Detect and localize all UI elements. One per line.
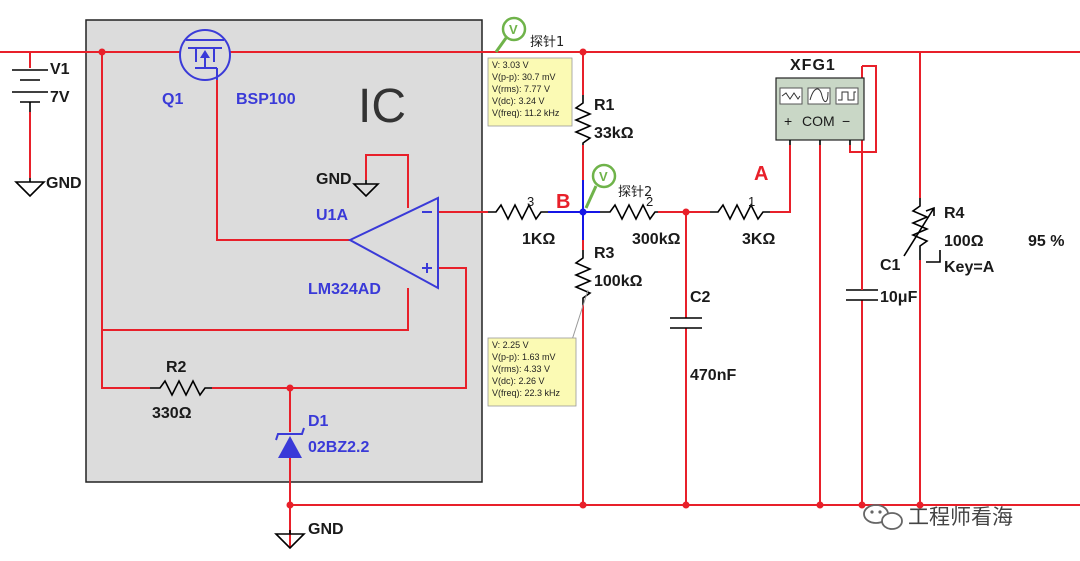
junction	[579, 48, 587, 56]
probe2-line: V(p-p): 1.63 mV	[492, 352, 556, 362]
battery-v1[interactable]	[12, 69, 48, 112]
r4-name: R4	[944, 205, 965, 222]
probe1-line: V: 3.03 V	[492, 60, 529, 70]
xfg1-com: COM	[802, 113, 835, 129]
resistor-r1[interactable]	[573, 95, 593, 145]
u1a-name: U1A	[316, 207, 348, 224]
c2-name: C2	[690, 289, 711, 306]
v1-value: 7V	[50, 89, 70, 106]
r2-name: R2	[166, 359, 187, 376]
r2-value: 330Ω	[152, 405, 192, 422]
probe2-readout	[487, 337, 577, 407]
function-generator-xfg1[interactable]	[775, 77, 865, 145]
ic-label: IC	[358, 80, 406, 133]
resistor-r3[interactable]	[573, 250, 593, 305]
gnd-label-bottom: GND	[308, 521, 344, 538]
resistor-300k[interactable]	[600, 203, 658, 221]
r300k-value: 300kΩ	[632, 231, 681, 248]
svg-text:V: V	[509, 22, 518, 37]
probe1-line: V(dc): 3.24 V	[492, 96, 545, 106]
r4-percent: 95 %	[1028, 233, 1064, 250]
c2-value: 470nF	[690, 367, 736, 384]
c1-value: 10μF	[880, 289, 918, 306]
r3-name: R3	[594, 245, 615, 262]
probe2-line: V: 2.25 V	[492, 340, 529, 350]
junction	[916, 501, 924, 509]
ground-icon	[352, 180, 380, 198]
junction	[286, 384, 294, 392]
resistor-1k[interactable]	[488, 203, 548, 221]
junction	[286, 501, 294, 509]
r4-key: Key=A	[944, 259, 995, 276]
resistor-r2[interactable]	[150, 379, 212, 397]
junction	[682, 501, 690, 509]
junction	[858, 501, 866, 509]
v1-name: V1	[50, 61, 70, 78]
xfg1-plus: +	[784, 113, 792, 129]
r1-name: R1	[594, 97, 615, 114]
probe1-line: V(rms): 7.77 V	[492, 84, 550, 94]
opamp-u1a[interactable]	[347, 196, 439, 290]
potentiometer-r4[interactable]	[903, 198, 941, 263]
q1-model: BSP100	[236, 91, 296, 108]
r1k-value: 1KΩ	[522, 231, 555, 248]
r4-value: 100Ω	[944, 233, 984, 250]
gnd-label-left: GND	[46, 175, 82, 192]
capacitor-c2[interactable]	[670, 317, 702, 329]
probe-1[interactable]: V	[494, 16, 527, 53]
r1-value: 33kΩ	[594, 125, 634, 142]
junction	[682, 208, 690, 216]
probe2-line: V(freq): 22.3 kHz	[492, 388, 561, 398]
u1a-model: LM324AD	[308, 281, 381, 298]
resistor-3k[interactable]	[710, 203, 770, 221]
r3-value: 100kΩ	[594, 273, 643, 290]
junction	[98, 48, 106, 56]
xfg1-name: XFG1	[790, 57, 836, 74]
watermark-text: 工程师看海	[908, 505, 1013, 529]
xfg1-minus: −	[842, 113, 850, 129]
c1-name: C1	[880, 257, 901, 274]
pin-label: 1	[748, 194, 755, 209]
mosfet-q1[interactable]	[179, 29, 231, 81]
probe1-line: V(p-p): 30.7 mV	[492, 72, 556, 82]
probe1-readout	[487, 57, 573, 127]
pin-label: 2	[646, 194, 653, 209]
probe1-name: 探针1	[530, 35, 564, 50]
ic-block	[85, 19, 483, 483]
node-b-label: B	[556, 191, 570, 213]
ground-icon	[14, 178, 46, 198]
r3k-value: 3KΩ	[742, 231, 775, 248]
wires	[0, 51, 1080, 548]
junction	[579, 501, 587, 509]
svg-text:V: V	[599, 169, 608, 184]
q1-name: Q1	[162, 91, 183, 108]
d1-name: D1	[308, 413, 329, 430]
probe2-line: V(dc): 2.26 V	[492, 376, 545, 386]
probe1-line: V(freq): 11.2 kHz	[492, 108, 560, 118]
node-a-label: A	[754, 163, 768, 185]
probe-2[interactable]: V	[584, 163, 617, 209]
d1-model: 02BZ2.2	[308, 439, 369, 456]
junction-b	[579, 208, 587, 216]
wechat-icon	[863, 504, 903, 530]
gnd-label-opamp: GND	[316, 171, 352, 188]
probe2-name: 探针2	[618, 185, 652, 200]
pin-label: 3	[527, 194, 534, 209]
zener-d1[interactable]	[275, 427, 305, 458]
capacitor-c1[interactable]	[846, 262, 878, 301]
probe2-line: V(rms): 4.33 V	[492, 364, 550, 374]
junction	[816, 501, 824, 509]
ground-icon	[274, 530, 306, 550]
probe2-leader	[571, 289, 589, 341]
